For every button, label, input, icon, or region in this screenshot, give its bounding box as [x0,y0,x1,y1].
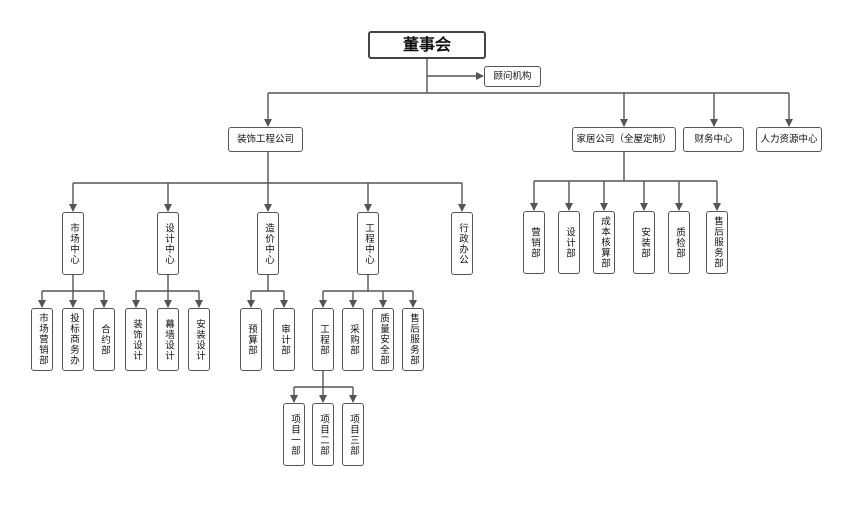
project-3-box: 项目三部 [342,403,364,466]
project-1-label: 项目一部 [288,413,300,456]
design-center-label: 设计中心 [162,222,174,265]
contract-dept-box: 合约部 [93,308,115,371]
home-installation-dept-label: 安装部 [638,226,650,259]
board-of-directors-box: 董事会 [368,31,486,59]
quality-check-dept-label: 质检部 [673,226,685,259]
home-sales-dept-label: 营销部 [528,226,540,259]
decoration-design-box: 装饰设计 [125,308,147,371]
admin-office-box: 行政办公 [451,212,473,275]
finance-center-label: 财务中心 [694,133,733,145]
home-after-sales-dept-box: 售后服务部 [706,211,728,274]
finance-center-box: 财务中心 [683,127,744,152]
home-after-sales-dept-label: 售后服务部 [711,216,723,269]
installation-design-box: 安装设计 [188,308,210,371]
after-sales-dept-label: 售后服务部 [407,313,419,366]
quality-safety-dept-box: 质量安全部 [372,308,394,371]
market-center-label: 市场中心 [67,222,79,265]
hr-center-label: 人力资源中心 [760,133,818,145]
home-sales-dept-box: 营销部 [523,211,545,274]
quality-check-dept-box: 质检部 [668,211,690,274]
decoration-design-label: 装饰设计 [130,318,142,361]
budget-dept-label: 预算部 [245,323,257,356]
decoration-company-label: 装饰工程公司 [236,133,294,145]
cost-accounting-dept-box: 成本核算部 [593,211,615,274]
investment-office-box: 投标商务办 [62,308,84,371]
admin-office-label: 行政办公 [456,222,468,265]
curtain-wall-design-label: 幕墙设计 [162,318,174,361]
installation-design-label: 安装设计 [193,318,205,361]
engineering-center-box: 工程中心 [357,212,379,275]
design-center-box: 设计中心 [157,212,179,275]
cost-accounting-dept-label: 成本核算部 [598,216,610,269]
budget-dept-box: 预算部 [240,308,262,371]
purchasing-dept-label: 采购部 [347,323,359,356]
project-2-box: 项目二部 [312,403,334,466]
board-of-directors-label: 董事会 [402,35,451,54]
home-design-dept-label: 设计部 [563,226,575,259]
advisory-body-box: 顾问机构 [484,66,541,87]
project-3-label: 项目三部 [347,413,359,456]
home-company-label: 家居公司（全屋定制） [576,133,672,145]
contract-dept-label: 合约部 [98,323,110,356]
engineering-dept-label: 工程部 [317,323,329,356]
project-1-box: 项目一部 [283,403,305,466]
home-design-dept-box: 设计部 [558,211,580,274]
decoration-company-box: 装饰工程公司 [228,127,303,152]
home-company-box: 家居公司（全屋定制） [572,127,676,152]
engineering-center-label: 工程中心 [362,222,374,265]
advisory-body-label: 顾问机构 [493,70,532,82]
hr-center-box: 人力资源中心 [756,127,822,152]
purchasing-dept-box: 采购部 [342,308,364,371]
curtain-wall-design-box: 幕墙设计 [157,308,179,371]
home-installation-dept-box: 安装部 [633,211,655,274]
after-sales-dept-box: 售后服务部 [402,308,424,371]
marketing-dept-box: 市场营销部 [31,308,53,371]
audit-dept-box: 审计部 [273,308,295,371]
project-2-label: 项目二部 [317,413,329,456]
investment-office-label: 投标商务办 [67,313,79,366]
market-center-box: 市场中心 [62,212,84,275]
cost-center-box: 造价中心 [257,212,279,275]
marketing-dept-label: 市场营销部 [36,313,48,366]
audit-dept-label: 审计部 [278,323,290,356]
quality-safety-dept-label: 质量安全部 [377,313,389,366]
cost-center-label: 造价中心 [262,222,274,265]
engineering-dept-box: 工程部 [312,308,334,371]
